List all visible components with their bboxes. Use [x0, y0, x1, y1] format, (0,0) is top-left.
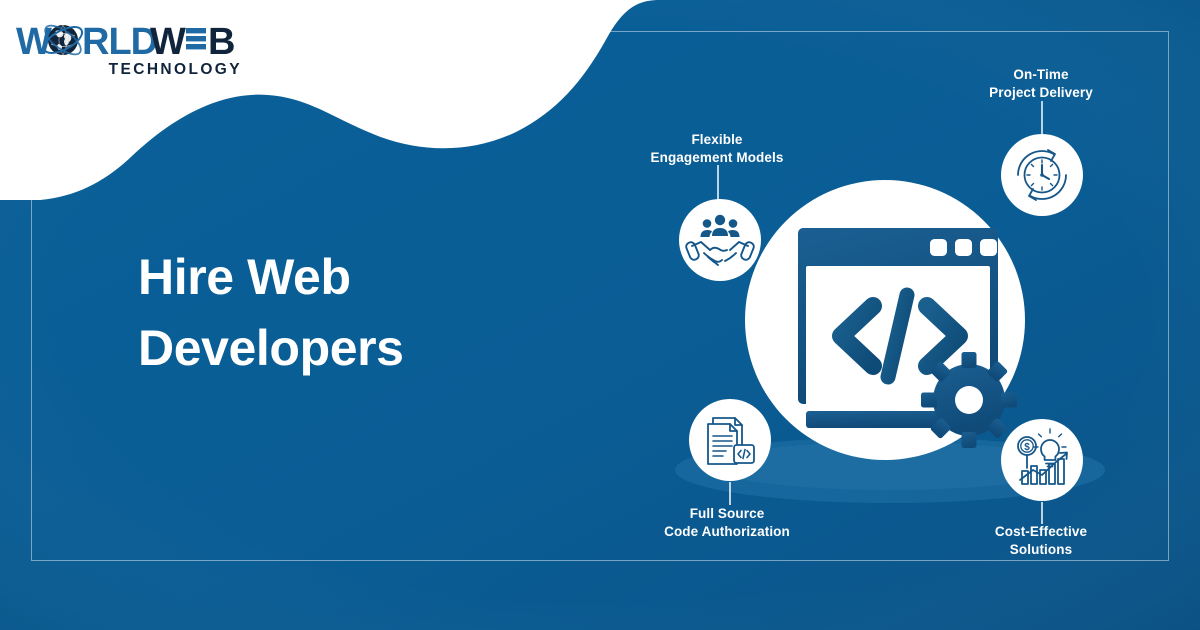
handshake-icon	[685, 214, 755, 266]
logo-wordmark: W RLD W	[16, 18, 246, 64]
feature-label-line-2: Solutions	[1009, 542, 1073, 558]
feature-badge-flexible-engagement-models[interactable]	[678, 198, 762, 282]
logo-e-glyph	[186, 28, 206, 50]
feature-label-cost-effective-solutions: Cost-Effective Solutions	[908, 523, 1174, 559]
svg-text:RLD: RLD	[82, 21, 157, 63]
feature-label-line-1: Full Source	[689, 506, 765, 521]
svg-text:$: $	[1024, 442, 1030, 453]
ground-shadow-ellipse	[675, 437, 1105, 503]
feature-badge-cost-effective-solutions[interactable]: $	[1000, 418, 1084, 502]
svg-text:B: B	[208, 21, 234, 63]
logo-wordmark-svg: W RLD W	[16, 21, 235, 63]
feature-label-on-time-project-delivery: On-Time Project Delivery	[908, 66, 1174, 102]
decorative-wave-shape	[0, 0, 660, 200]
feature-label-line-1: Cost-Effective	[994, 524, 1088, 539]
feature-label-flexible-engagement-models: Flexible Engagement Models	[584, 131, 850, 167]
growth-chart-bulb-icon: $	[1017, 428, 1068, 485]
feature-label-line-2: Code Authorization	[664, 524, 790, 540]
code-glyph	[832, 297, 968, 375]
brand-logo[interactable]: W RLD W	[16, 18, 246, 79]
hero-illustration	[675, 180, 1105, 503]
logo-tagline: TECHNOLOGY	[108, 61, 242, 78]
feature-label-full-source-code-authorization: Full Source Code Authorization	[594, 505, 860, 541]
feature-label-line-2: Project Delivery	[989, 85, 1093, 101]
documents-code-icon	[707, 417, 755, 465]
feature-label-line-1: On-Time	[1013, 67, 1069, 82]
gear-icon	[921, 352, 1017, 448]
connector-lines	[717, 101, 1043, 524]
window-control-dots	[930, 239, 997, 256]
page-title: Hire Web Developers	[138, 242, 404, 384]
feature-label-line-2: Engagement Models	[650, 150, 784, 166]
code-glyph-slash	[880, 287, 915, 385]
svg-text:W: W	[150, 21, 186, 63]
feature-label-line-1: Flexible	[691, 132, 743, 147]
feature-badge-full-source-code-authorization[interactable]	[688, 398, 772, 482]
page-title-line-2: Developers	[138, 320, 404, 376]
feature-badge-on-time-project-delivery[interactable]	[1000, 133, 1084, 217]
clock-refresh-icon	[1017, 149, 1067, 201]
page-title-line-1: Hire Web	[138, 249, 351, 305]
globe-icon	[42, 24, 84, 56]
